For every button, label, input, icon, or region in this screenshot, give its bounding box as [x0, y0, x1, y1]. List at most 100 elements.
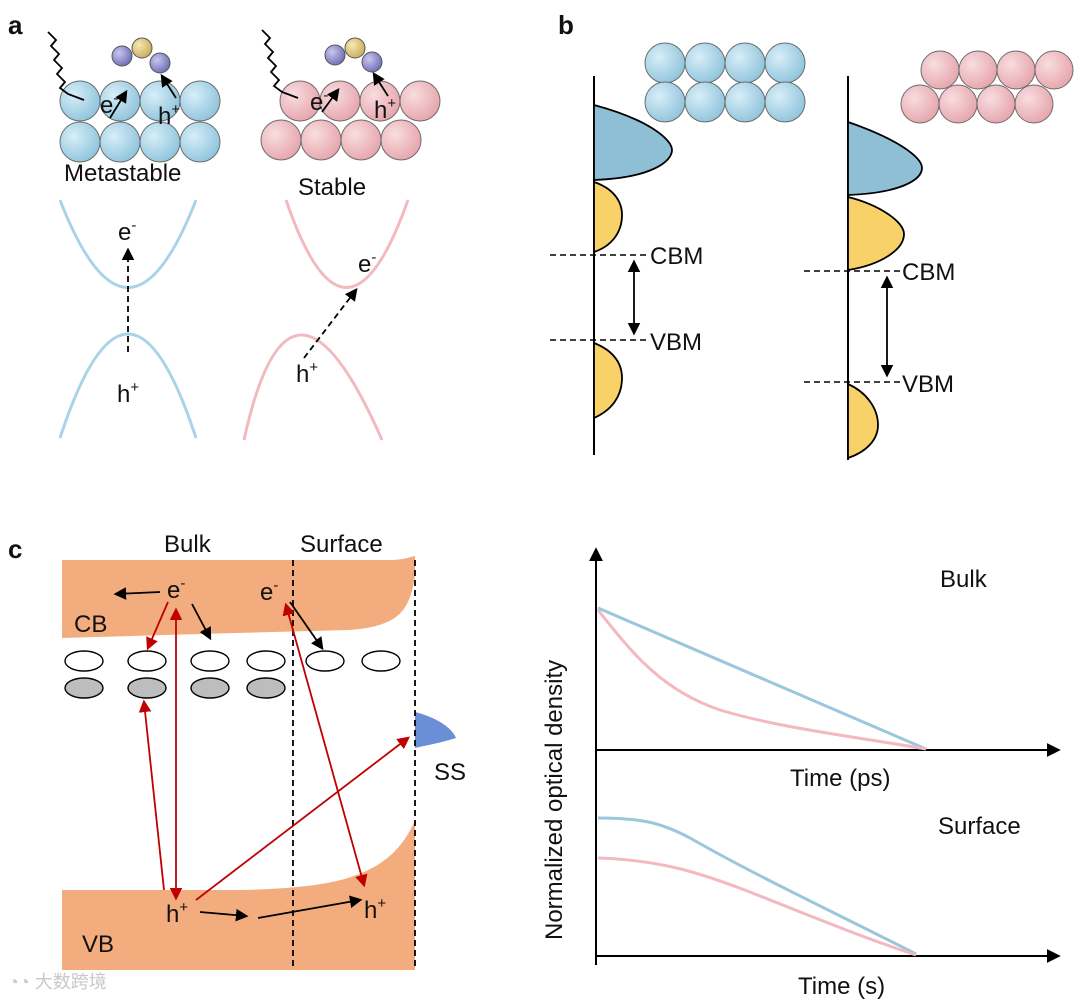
electron-arrow	[109, 89, 128, 119]
hole-surface-transfer-arrow	[257, 895, 363, 919]
stable-hole-label: h+	[374, 95, 396, 124]
conduction-dos-peak	[847, 120, 923, 196]
empty-trap-state	[64, 650, 104, 672]
stable-atom	[938, 84, 978, 124]
surface-x-axis-label: Time (s)	[798, 973, 885, 999]
metastable-dos: CBM VBM	[550, 42, 806, 455]
metastable-atom	[644, 81, 686, 123]
valence-dos-peak	[593, 341, 623, 420]
bulk-hole-label: h+	[166, 899, 188, 928]
metastable-atom	[644, 42, 686, 84]
surface-hole-label: h+	[364, 895, 386, 924]
panel-c: c Bulk Surface CB VB SS e- e- h+ h+ ◔◔ 大…	[8, 531, 466, 992]
metastable-atom	[99, 121, 141, 163]
stable-band-hole-label: h+	[296, 359, 318, 388]
stable-atom	[380, 119, 422, 161]
panel-label-c: c	[8, 534, 22, 564]
metastable-atom	[724, 81, 766, 123]
filled-trap-state	[190, 677, 230, 699]
hole-transfer-arrow	[199, 908, 249, 922]
empty-trap-state	[246, 650, 286, 672]
metastable-atom	[764, 81, 806, 123]
stable-atom	[300, 119, 342, 161]
filled-trap-state	[64, 677, 104, 699]
light-wave-icon	[261, 29, 299, 99]
metastable-atom	[724, 42, 766, 84]
metastable-atom	[179, 121, 221, 163]
stable-atom	[1014, 84, 1054, 124]
surface-pink-decay	[597, 856, 917, 957]
bulk-blue-decay	[597, 606, 927, 751]
defect-dos-peak	[847, 195, 905, 272]
panel-label-b: b	[558, 10, 574, 40]
stable-band-diagram: e- h+	[242, 199, 410, 441]
bulk-pink-decay	[596, 609, 927, 751]
adsorbate-left-atom	[324, 44, 346, 66]
surface-blue-decay	[597, 816, 917, 956]
adsorbate-left-atom	[111, 45, 133, 67]
panel-label-a: a	[8, 10, 23, 40]
cb-label: CB	[74, 611, 107, 638]
electron-arrow	[321, 87, 340, 113]
stable-electron-label: e-	[310, 87, 328, 116]
hole-arrow	[372, 71, 389, 97]
stable-atom	[976, 84, 1016, 124]
vb-label: VB	[82, 931, 114, 958]
adsorbate-right-atom	[361, 51, 383, 73]
watermark: ◔◔ 大数跨境	[8, 972, 107, 992]
surface-electron-label: e-	[260, 577, 278, 606]
panel-a: a e- h+ Metastable e- h+ Stable	[8, 10, 441, 441]
adsorbate-center-atom	[344, 37, 366, 59]
surface-state-peak	[415, 712, 456, 748]
adsorbate-center-atom	[131, 37, 153, 59]
conduction-band-region	[62, 556, 415, 638]
cbm-label: CBM	[902, 259, 955, 286]
kinetics-plots: Normalized optical density Bulk Time (ps…	[541, 547, 1061, 999]
stable-atom	[958, 50, 998, 90]
metastable-atom	[684, 42, 726, 84]
metastable-lattice: e- h+ Metastable	[47, 31, 221, 187]
metastable-atom	[179, 80, 221, 122]
y-axis-label: Normalized optical density	[541, 660, 568, 940]
surface-region-label: Surface	[300, 531, 383, 558]
metastable-hole-label: h+	[158, 101, 180, 130]
hole-to-trap-arrow	[138, 699, 165, 891]
stable-dos: CBM VBM	[804, 50, 1074, 460]
metastable-atom	[59, 121, 101, 163]
stable-lattice: e- h+ Stable	[260, 29, 441, 201]
stable-atom	[1034, 50, 1074, 90]
adsorbate-right-atom	[149, 52, 171, 74]
empty-trap-state	[127, 650, 167, 672]
metastable-valence-band	[58, 332, 198, 439]
band-hole-label: h+	[117, 379, 139, 408]
stable-label: Stable	[298, 174, 366, 201]
bulk-plot-title: Bulk	[940, 566, 988, 593]
metastable-atom	[59, 80, 101, 122]
stable-atom	[260, 119, 302, 161]
vbm-label: VBM	[650, 329, 702, 356]
hole-arrow	[160, 73, 177, 99]
stable-atom	[900, 84, 940, 124]
surface-plot-title: Surface	[938, 813, 1021, 840]
electron-transfer-arrow	[113, 587, 161, 600]
filled-trap-state	[127, 677, 167, 699]
stable-atom	[920, 50, 960, 90]
surface-recombination-arrow	[282, 602, 368, 888]
stable-band-electron-label: e-	[358, 249, 376, 278]
electron-trapping-arrow	[191, 603, 212, 641]
metastable-band-diagram: e- h+	[58, 199, 198, 439]
stable-atom	[340, 119, 382, 161]
vbm-label: VBM	[902, 371, 954, 398]
valence-band-region	[62, 820, 415, 970]
metastable-electron-label: e-	[100, 90, 118, 119]
stable-atom	[399, 80, 441, 122]
light-wave-icon	[47, 31, 85, 101]
metastable-atom	[764, 42, 806, 84]
indirect-transition-arrow	[303, 287, 358, 359]
empty-trap-state	[361, 650, 401, 672]
electron-to-trap-arrow	[146, 601, 169, 651]
bulk-region-label: Bulk	[164, 531, 212, 558]
stable-conduction-band	[284, 199, 410, 289]
